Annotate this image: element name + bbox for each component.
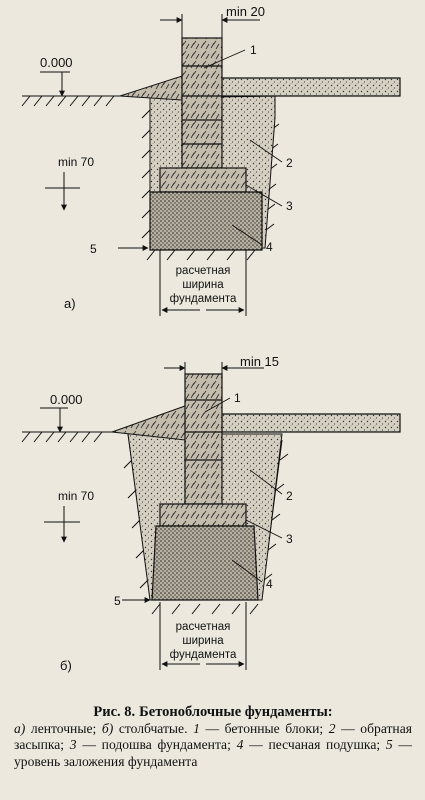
footing (159, 167, 247, 193)
footing (159, 503, 247, 527)
sand-cushion (149, 191, 263, 251)
callout-1: 1 (250, 43, 257, 57)
dimension-min-top (160, 14, 260, 38)
level-label: 0.000 (50, 392, 83, 407)
caption-key-b: б) (101, 721, 114, 737)
callout-leaders (204, 397, 283, 583)
callout-leaders (203, 49, 283, 246)
caption-text-3: — подошва фундамента; (76, 737, 237, 753)
foundation-figure: min 20 0.000 min 70 5 1 2 3 4 (21, 4, 401, 673)
caption-title-text: Бетоноблочные фундаменты: (139, 704, 333, 720)
callout-2: 2 (286, 156, 293, 170)
depth-mark (44, 506, 80, 543)
callout-2: 2 (286, 489, 293, 503)
concrete-blocks (181, 37, 223, 169)
caption-text-b: столбчатые. (113, 721, 194, 737)
sand-cushion (151, 525, 259, 601)
level-label: 0.000 (40, 55, 73, 70)
callout-5: 5 (114, 594, 121, 608)
depth-label: min 70 (58, 489, 94, 503)
diagram-b: min 15 0.000 min 70 5 1 2 3 4 ра (21, 354, 401, 673)
caption-key-5: 5 (385, 737, 393, 753)
width-dimension (159, 250, 247, 316)
panel-label-b: б) (60, 658, 72, 673)
width-label-line2: ширина (182, 279, 224, 291)
width-label-line3: фундамента (170, 293, 237, 305)
caption-key-1: 1 (193, 721, 200, 737)
concrete-blocks (184, 373, 223, 505)
dimension-label-top: min 20 (226, 4, 265, 19)
panel-label-a: а) (64, 296, 76, 311)
callout-5: 5 (90, 242, 97, 256)
caption-text-4: — песчаная подушка; (243, 737, 386, 753)
callout-3: 3 (286, 532, 293, 546)
floor-slab (221, 413, 401, 433)
depth-label: min 70 (58, 155, 94, 169)
blind-area (111, 405, 186, 441)
caption-key-3: 3 (69, 737, 77, 753)
callout-3: 3 (286, 199, 293, 213)
width-dimension (159, 602, 247, 670)
caption-text-5: — уровень заложения фундамента (14, 737, 413, 769)
depth-mark (45, 172, 80, 211)
caption-key-2: 2 (328, 721, 336, 737)
caption-title-prefix: Рис. 8. (93, 704, 136, 720)
callout-1: 1 (234, 391, 241, 405)
caption-key-4: 4 (236, 737, 244, 753)
caption-title: Рис. 8.Бетоноблочные фундаменты: (14, 704, 412, 720)
diagram-a: min 20 0.000 min 70 5 1 2 3 4 (21, 4, 401, 316)
level-mark (40, 71, 70, 97)
width-label-line2: ширина (182, 635, 224, 647)
width-label-line3: фундамента (170, 649, 237, 661)
dimension-min-top (164, 362, 264, 374)
floor-slab (221, 77, 401, 97)
callout-4: 4 (266, 240, 273, 254)
callout-4: 4 (266, 577, 273, 591)
level-mark (40, 407, 68, 433)
caption-body: а) ленточные; б) столбчатые. 1 — бетонны… (14, 721, 412, 770)
width-label-line1: расчетная (176, 621, 231, 633)
caption-text-2: — обратная засыпка; (14, 721, 412, 753)
caption-text-a: ленточные; (25, 721, 102, 737)
width-label-line1: расчетная (176, 265, 231, 277)
caption-key-a: а) (14, 721, 26, 737)
caption-text-1: — бетонные блоки; (199, 721, 329, 737)
figure-caption: Рис. 8.Бетоноблочные фундаменты: а) лент… (14, 704, 412, 770)
dimension-label-top: min 15 (240, 354, 279, 369)
blind-area (119, 75, 183, 101)
